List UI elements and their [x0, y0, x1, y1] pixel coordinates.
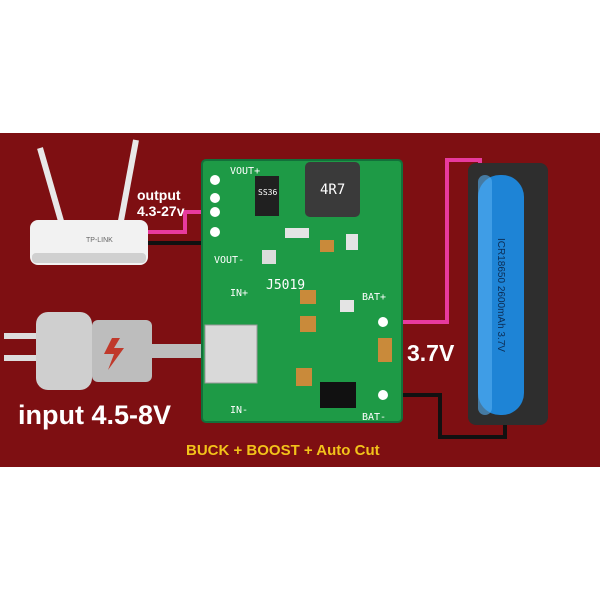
diode	[255, 176, 279, 216]
battery-illustration: ICR18650 2600mAh 3.7V	[468, 163, 548, 425]
pcb-vout-minus-label: VOUT-	[214, 255, 245, 266]
input-label: input 4.5-8V	[18, 400, 172, 430]
pcb-vout-plus-label: VOUT+	[230, 166, 261, 177]
pcb-diode-label: SS36	[258, 188, 278, 197]
router-brand: TP-LINK	[86, 237, 113, 244]
pcb-bat-plus-label: BAT+	[362, 292, 387, 303]
output-label-line2: 4.3-27v	[137, 203, 185, 219]
charger-illustration	[4, 312, 212, 390]
pcb-in-plus-label: IN+	[230, 288, 249, 299]
inductor	[305, 162, 360, 217]
mode-caption: BUCK + BOOST + Auto Cut	[186, 442, 380, 459]
wire-battery-negative	[388, 393, 507, 439]
pcb-in-minus-label: IN-	[230, 405, 249, 416]
pcb-model-label: J5019	[266, 278, 306, 293]
wire-output-positive	[148, 210, 210, 234]
battery-label: ICR18650 2600mAh 3.7V	[495, 238, 506, 352]
usb-port	[204, 324, 258, 384]
output-label-line1: output	[137, 187, 181, 203]
pcb-board	[201, 159, 403, 423]
battery-voltage-label: 3.7V	[407, 340, 455, 366]
ic-chip	[320, 382, 356, 408]
output-label: output 4.3-27v	[137, 187, 184, 219]
router-illustration: TP-LINK	[30, 139, 148, 265]
pcb-bat-minus-label: BAT-	[362, 412, 387, 423]
pcb-inductor-label: 4R7	[320, 182, 346, 198]
